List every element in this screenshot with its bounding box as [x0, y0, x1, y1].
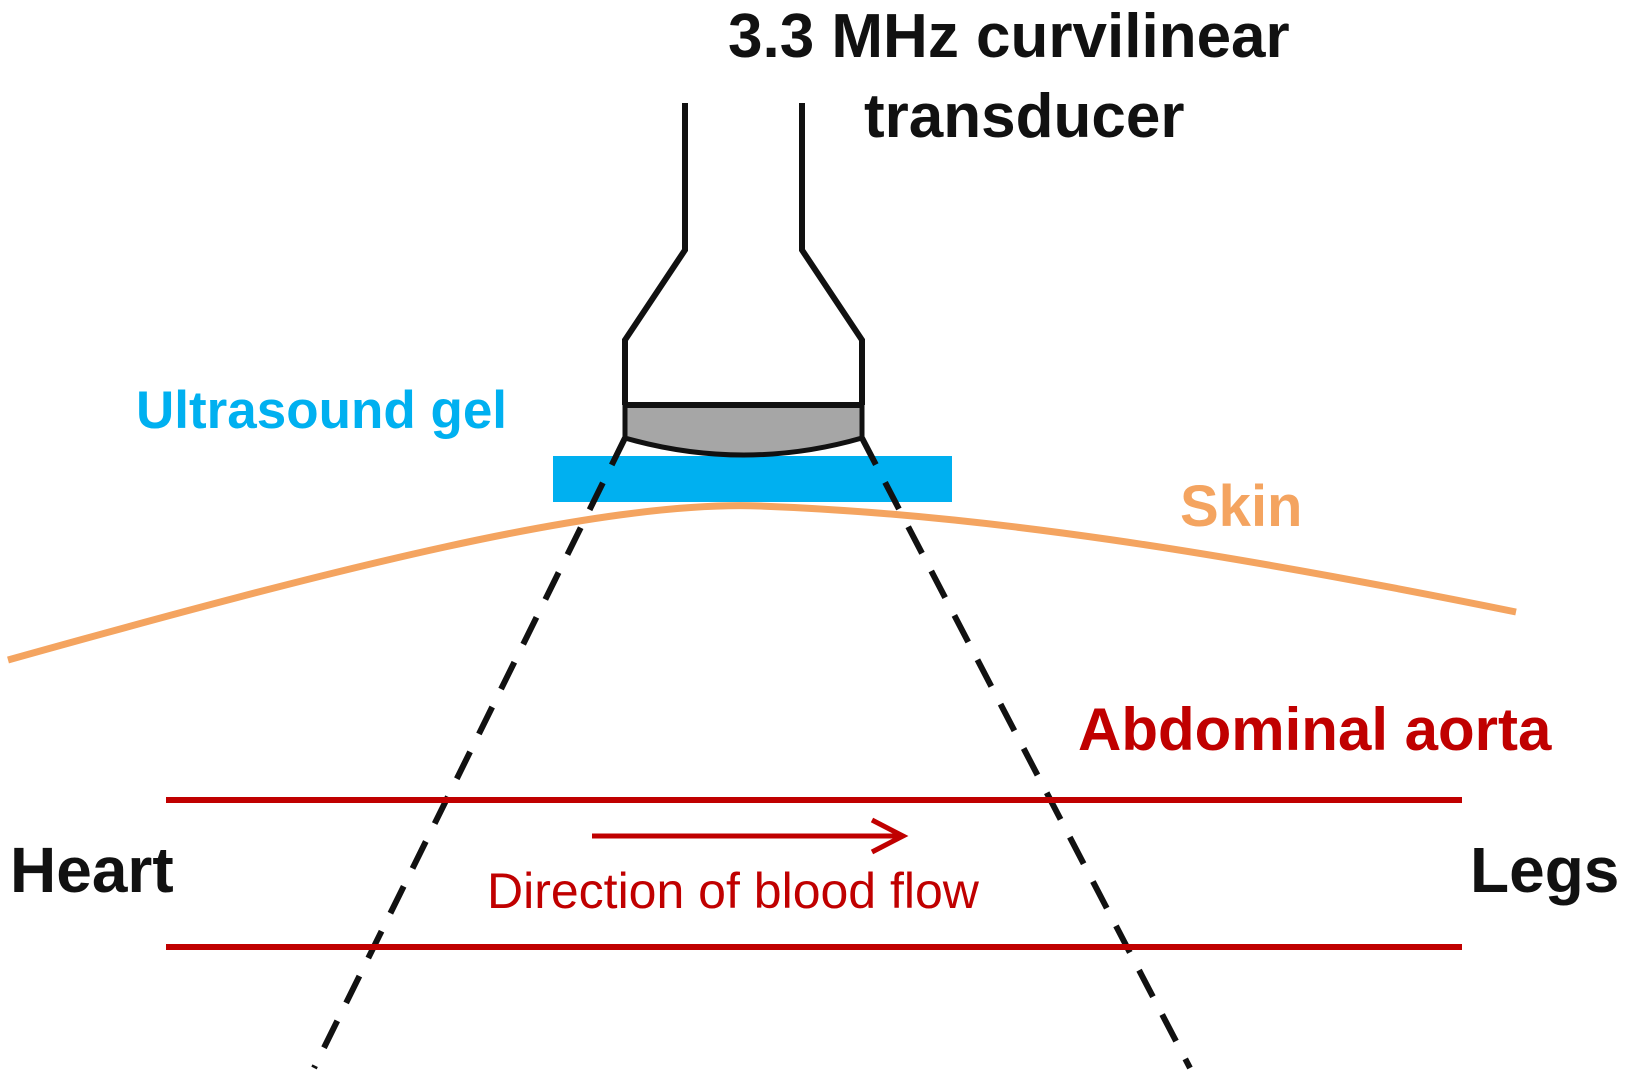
abdominal-aorta-label: Abdominal aorta	[1078, 696, 1552, 763]
blood-flow-label: Direction of blood flow	[487, 863, 979, 919]
skin-line	[7, 502, 1517, 664]
blood-flow-arrow	[592, 817, 909, 855]
skin-label: Skin	[1180, 474, 1303, 539]
transducer-title-line-2: transducer	[864, 82, 1185, 151]
transducer-lens	[622, 402, 865, 458]
ultrasound-gel-label: Ultrasound gel	[136, 381, 508, 440]
transducer-title-line-1: 3.3 MHz curvilinear	[728, 2, 1290, 71]
legs-label: Legs	[1470, 834, 1620, 906]
scan-field-right-edge	[859, 436, 1193, 1070]
scan-field-left-edge	[311, 436, 628, 1070]
transducer-body	[622, 103, 865, 408]
heart-label: Heart	[10, 834, 174, 906]
ultrasound-gel-pad	[553, 456, 952, 502]
